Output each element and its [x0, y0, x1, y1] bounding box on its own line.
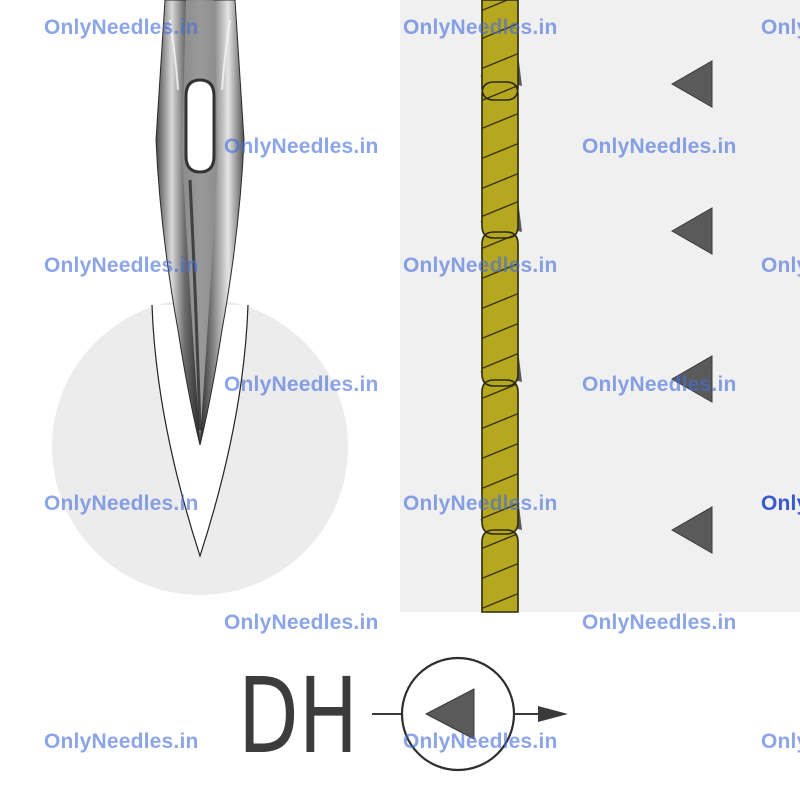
dh-symbol-icon — [372, 656, 568, 772]
stitch-panel — [400, 0, 800, 612]
needle-point-icon — [155, 0, 245, 446]
point-code-label: DH — [238, 655, 358, 777]
triangle-point-icon — [670, 355, 713, 403]
stitch-thread-icon — [480, 0, 522, 613]
needle-eye — [184, 78, 216, 174]
arrow-right-head — [538, 706, 568, 722]
triangle-point-icon — [670, 60, 713, 108]
triangle-point-markers — [670, 60, 713, 554]
triangle-point-icon — [670, 207, 713, 255]
triangle-point-icon — [670, 506, 713, 554]
